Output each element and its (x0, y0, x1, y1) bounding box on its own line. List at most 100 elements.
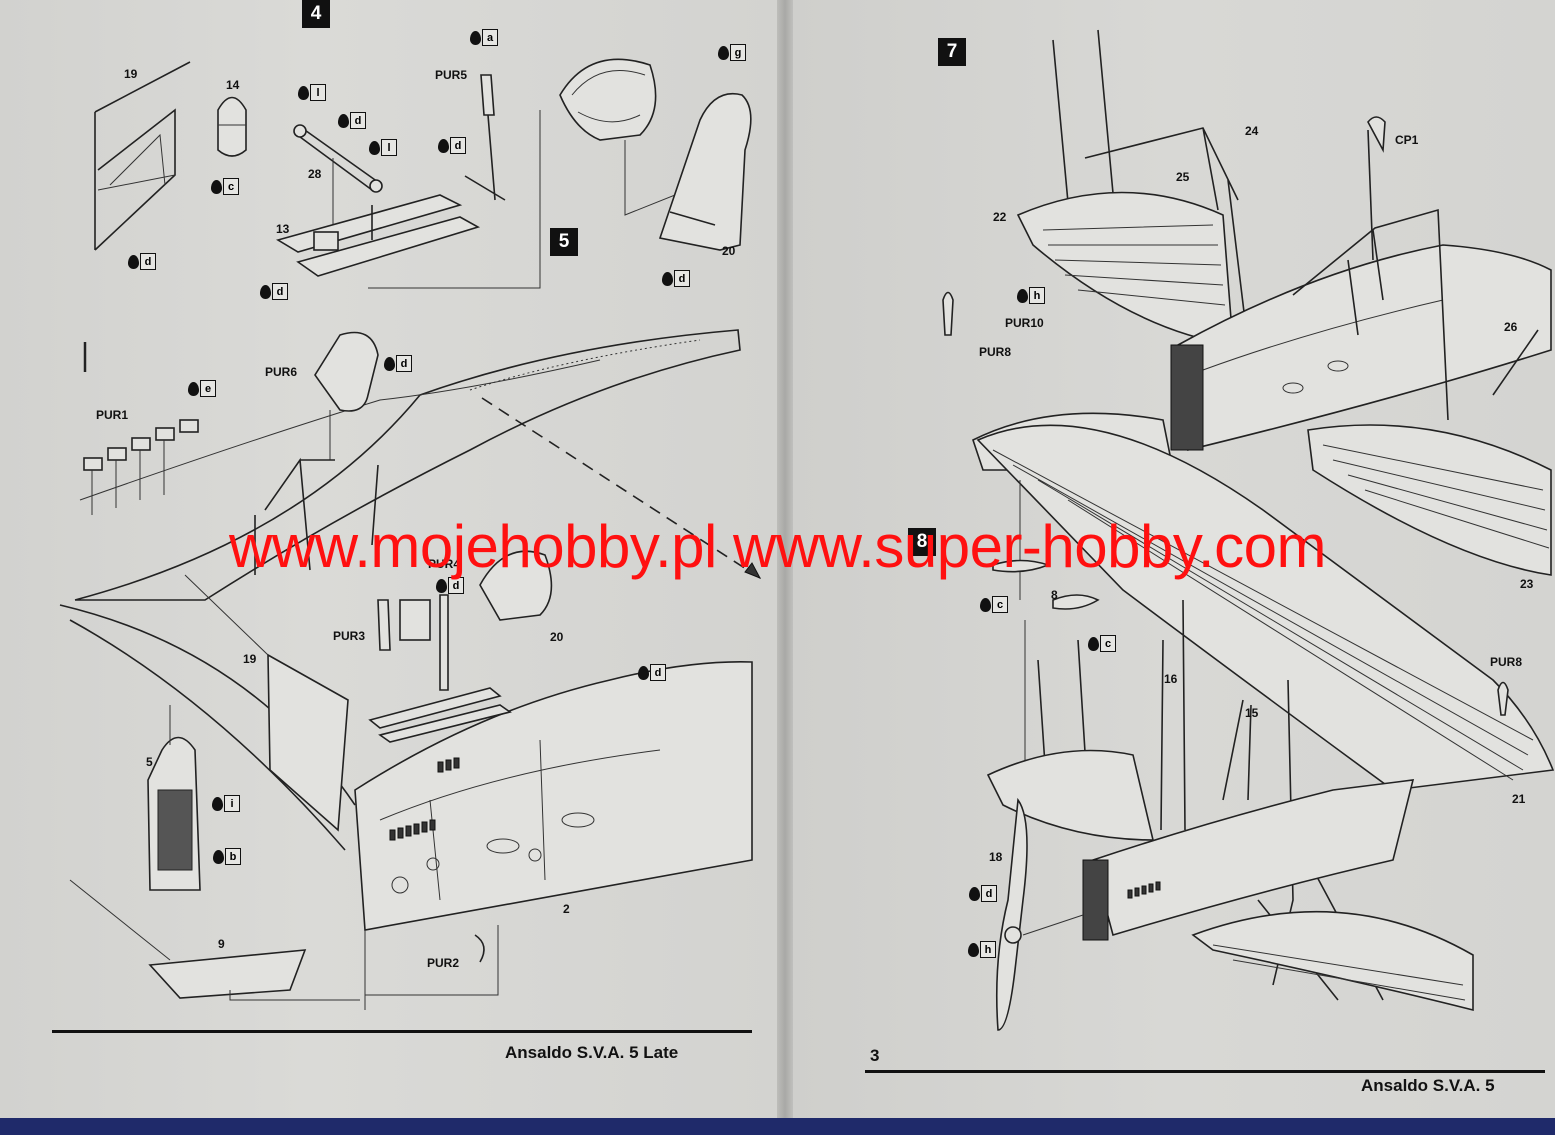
paint-code: c (992, 596, 1008, 613)
paint-code: h (1029, 287, 1045, 304)
left-assembly-drawing (59, 58, 762, 1010)
part-label-15: 15 (1245, 706, 1259, 720)
step-8-badge: 8 (908, 528, 936, 556)
paint-callout-e: e (188, 380, 216, 397)
paint-drop-icon (662, 271, 673, 286)
part-label-19: 19 (124, 67, 138, 81)
step-5-badge: 5 (550, 228, 578, 256)
paint-drop-icon (968, 942, 979, 957)
paint-code: l (381, 139, 397, 156)
paint-callout-i: i (212, 795, 240, 812)
paint-code: g (730, 44, 746, 61)
part-label-pur10: PUR10 (1005, 316, 1044, 330)
part-label-24: 24 (1245, 124, 1259, 138)
footer-rule (865, 1070, 1545, 1073)
paint-callout-d: d (260, 283, 288, 300)
paint-callout-g: g (718, 44, 746, 61)
paint-callout-h: h (968, 941, 996, 958)
part-label-23: 23 (1520, 577, 1534, 591)
paint-drop-icon (213, 849, 224, 864)
right-assembly-drawing (942, 29, 1555, 1031)
step-7-badge: 7 (938, 38, 966, 66)
paint-code: d (448, 577, 464, 594)
paint-drop-icon (718, 45, 729, 60)
paint-callout-c: c (211, 178, 239, 195)
paint-callout-d: d (662, 270, 690, 287)
paint-drop-icon (128, 254, 139, 269)
part-label-20: 20 (722, 244, 736, 258)
part-label-pur5: PUR5 (435, 68, 468, 82)
left-instruction-page: 4 5 19 14 28 13 PUR5 20 PUR6 PUR1 PUR4 P… (0, 0, 777, 1118)
paint-drop-icon (969, 886, 980, 901)
paint-code: c (1100, 635, 1116, 652)
paint-code: d (650, 664, 666, 681)
left-footer-title: Ansaldo S.V.A. 5 Late (505, 1043, 679, 1062)
paint-callout-d: d (436, 577, 464, 594)
page-gutter (777, 0, 793, 1118)
paint-callout-d: d (969, 885, 997, 902)
part-label-13: 13 (276, 222, 290, 236)
paint-callout-d: d (338, 112, 366, 129)
part-label-pur6: PUR6 (265, 365, 298, 379)
paint-drop-icon (436, 578, 447, 593)
paint-code: b (225, 848, 241, 865)
paint-callout-d: d (384, 355, 412, 372)
paint-callout-h: h (1017, 287, 1045, 304)
paint-drop-icon (212, 796, 223, 811)
paint-code: h (980, 941, 996, 958)
part-label-pur8b: PUR8 (1490, 655, 1523, 669)
paint-callout-a: a (470, 29, 498, 46)
page-number: 3 (870, 1046, 880, 1065)
paint-drop-icon (638, 665, 649, 680)
part-label-pur8: PUR8 (979, 345, 1012, 359)
part-label-pur4: PUR4 (428, 557, 461, 571)
part-label-5: 5 (146, 755, 153, 769)
paint-code: d (981, 885, 997, 902)
part-label-14: 14 (226, 78, 240, 92)
right-footer-title: Ansaldo S.V.A. 5 (1361, 1076, 1495, 1095)
paint-drop-icon (298, 85, 309, 100)
part-label-9: 9 (218, 937, 225, 951)
paint-drop-icon (260, 284, 271, 299)
part-label-20b: 20 (550, 630, 564, 644)
paint-drop-icon (338, 113, 349, 128)
paint-callout-l: l (298, 84, 326, 101)
part-label-cp1: CP1 (1395, 133, 1419, 147)
part-label-25: 25 (1176, 170, 1190, 184)
part-label-2: 2 (563, 902, 570, 916)
part-label-8: 8 (1051, 588, 1058, 602)
part-label-pur2: PUR2 (427, 956, 460, 970)
watermark-text: www.mojehobby.pl www.super-hobby.com (229, 513, 1326, 580)
paint-code: d (140, 253, 156, 270)
paint-drop-icon (211, 179, 222, 194)
paint-drop-icon (470, 30, 481, 45)
part-label-26: 26 (1504, 320, 1518, 334)
paint-code: d (350, 112, 366, 129)
part-label-28: 28 (308, 167, 322, 181)
part-label-18: 18 (989, 850, 1003, 864)
paint-code: d (272, 283, 288, 300)
paint-callout-d: d (128, 253, 156, 270)
paint-drop-icon (384, 356, 395, 371)
paint-callout-d: d (638, 664, 666, 681)
part-label-pur1: PUR1 (96, 408, 129, 422)
paint-drop-icon (438, 138, 449, 153)
paint-callout-c: c (1088, 635, 1116, 652)
paint-drop-icon (1017, 288, 1028, 303)
paint-code: d (450, 137, 466, 154)
paint-code: e (200, 380, 216, 397)
part-label-21: 21 (1512, 792, 1526, 806)
paint-callout-c: c (980, 596, 1008, 613)
paint-drop-icon (1088, 636, 1099, 651)
paint-drop-icon (188, 381, 199, 396)
part-label-22: 22 (993, 210, 1007, 224)
paint-code: i (224, 795, 240, 812)
paint-code: a (482, 29, 498, 46)
paint-drop-icon (980, 597, 991, 612)
footer-rule (52, 1030, 752, 1033)
paint-code: d (674, 270, 690, 287)
paint-drop-icon (369, 140, 380, 155)
paint-callout-l: l (369, 139, 397, 156)
paint-code: d (396, 355, 412, 372)
part-label-pur3: PUR3 (333, 629, 366, 643)
